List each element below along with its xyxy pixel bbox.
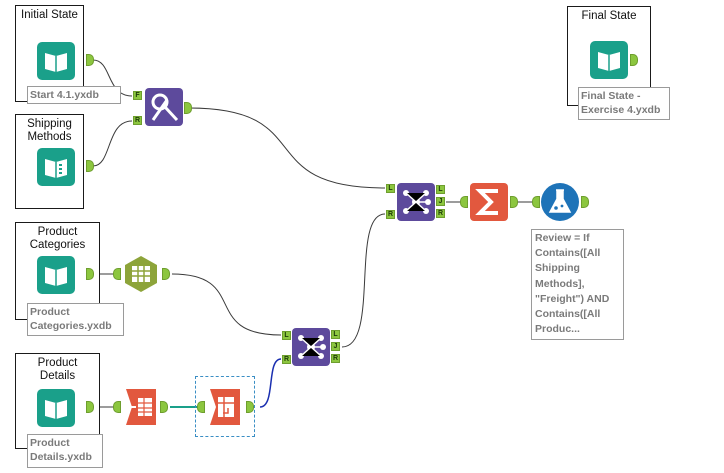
final-file-label: Final State - Exercise 4.yxdb <box>578 87 670 120</box>
details-file-label: Product Details.yxdb <box>27 434 103 468</box>
summarize-output-anchor[interactable] <box>510 196 518 208</box>
join1-r-anchor[interactable]: R <box>386 210 395 219</box>
shipping-methods-title: Shipping Methods <box>27 118 72 143</box>
crosstab-output-anchor[interactable] <box>246 401 254 413</box>
input-data-tool-initial[interactable] <box>37 42 75 80</box>
find-replace-icon <box>145 88 183 126</box>
join2-r-anchor[interactable]: R <box>282 355 291 364</box>
input-data-tool-categories[interactable] <box>37 256 75 294</box>
multirow-output-anchor[interactable] <box>160 401 168 413</box>
book-icon <box>590 41 628 79</box>
details-output-anchor[interactable] <box>86 401 94 413</box>
join1-l-output-anchor[interactable]: L <box>436 185 445 194</box>
shipping-output-anchor[interactable] <box>86 160 94 172</box>
summarize-tool[interactable] <box>470 183 508 221</box>
formula-input-anchor[interactable] <box>532 196 540 208</box>
wire-crosstab-to-join2 <box>259 358 282 408</box>
join2-r-output-anchor[interactable]: R <box>331 354 340 363</box>
formula-tool[interactable] <box>541 183 579 221</box>
flask-icon <box>541 183 579 221</box>
final-output-anchor[interactable] <box>630 54 638 66</box>
find-replace-tool[interactable] <box>145 88 183 126</box>
book-icon <box>37 42 75 80</box>
initial-state-title: Initial State <box>21 9 78 21</box>
find-replace-f-anchor[interactable]: F <box>133 91 142 100</box>
join-icon <box>292 328 330 366</box>
wire-join2-to-join1 <box>341 213 386 348</box>
summarize-input-anchor[interactable] <box>460 196 468 208</box>
initial-output-anchor[interactable] <box>86 54 94 66</box>
sigma-icon <box>470 183 508 221</box>
join-tool-2[interactable] <box>292 328 330 366</box>
join2-j-output-anchor[interactable]: J <box>331 342 340 351</box>
join-tool-1[interactable] <box>397 183 435 221</box>
wire-select-to-join2 <box>171 273 282 336</box>
wire-find-replace-to-join1 <box>188 107 386 189</box>
find-replace-r-anchor[interactable]: R <box>133 116 142 125</box>
find-replace-output-anchor[interactable] <box>184 102 192 114</box>
book-list-icon <box>37 148 75 186</box>
wire-shipping-to-find-replace <box>92 120 133 167</box>
multirow-input-anchor[interactable] <box>113 401 121 413</box>
book-icon <box>37 256 75 294</box>
join2-l-output-anchor[interactable]: L <box>331 330 340 339</box>
initial-file-label: Start 4.1.yxdb <box>27 86 121 104</box>
join1-l-anchor[interactable]: L <box>386 184 395 193</box>
final-state-title: Final State <box>581 10 637 22</box>
crosstab-tool[interactable] <box>206 388 244 426</box>
join2-l-anchor[interactable]: L <box>282 331 291 340</box>
join1-r-output-anchor[interactable]: R <box>436 209 445 218</box>
product-categories-title: Product Categories <box>29 226 86 251</box>
select-output-anchor[interactable] <box>162 268 170 280</box>
text-input-tool-shipping[interactable] <box>37 148 75 186</box>
join-icon <box>397 183 435 221</box>
input-data-tool-final[interactable] <box>590 41 628 79</box>
select-input-anchor[interactable] <box>113 268 121 280</box>
selection-frame <box>195 376 255 437</box>
multi-row-formula-tool[interactable] <box>122 388 160 426</box>
formula-annotation: Review = If Contains([All Shipping Metho… <box>531 229 624 340</box>
select-columns-icon <box>125 256 157 292</box>
input-data-tool-details[interactable] <box>37 389 75 427</box>
categories-output-anchor[interactable] <box>86 268 94 280</box>
join1-j-output-anchor[interactable]: J <box>436 197 445 206</box>
categories-file-label: Product Categories.yxdb <box>27 303 124 336</box>
select-tool[interactable] <box>122 255 160 293</box>
transpose-icon <box>126 389 156 425</box>
crosstab-input-anchor[interactable] <box>197 401 205 413</box>
crosstab-icon <box>210 389 240 425</box>
product-details-title: Product Details <box>37 357 78 382</box>
book-icon <box>37 389 75 427</box>
formula-output-anchor[interactable] <box>581 196 589 208</box>
